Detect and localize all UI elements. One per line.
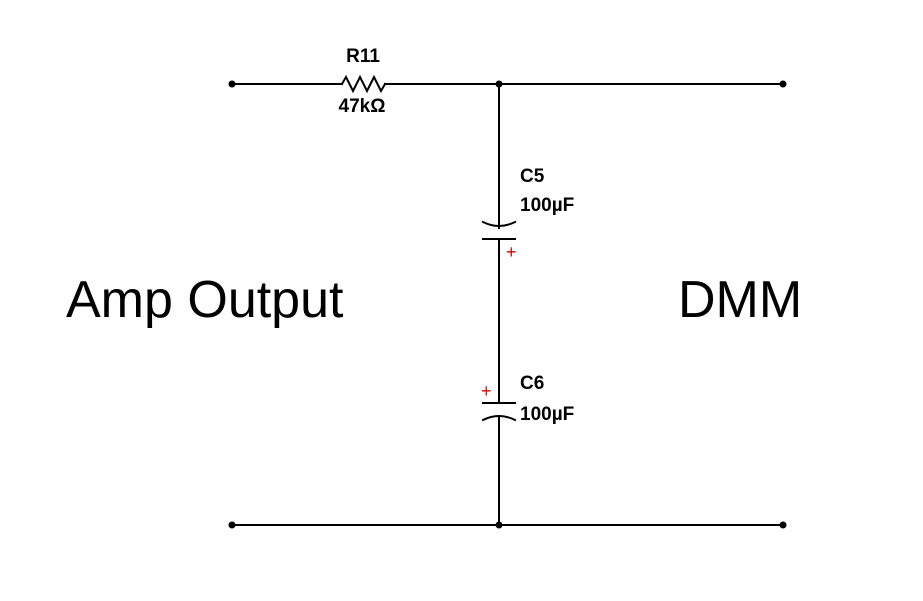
junction-bottom [495,521,503,529]
c5-curved-plate [481,220,517,227]
c5-ref-label: C5 [520,166,545,187]
c5-polarity-mark: + [506,242,517,262]
dmm-label: DMM [678,271,802,329]
r11-value-label: 47kΩ [339,96,386,117]
terminal-bottom-left [228,521,236,529]
junction-top [495,80,503,88]
c6-value-label: 100µF [520,404,574,425]
terminal-bottom-right [779,521,787,529]
terminal-top-left [228,80,236,88]
c6-ref-label: C6 [520,373,544,394]
amp-output-label: Amp Output [66,271,344,329]
r11-ref-label: R11 [346,46,380,67]
resistor-r11-symbol [340,74,387,94]
terminal-top-right [779,80,787,88]
c6-polarity-mark: + [481,381,492,401]
c5-value-label: 100µF [520,195,574,216]
